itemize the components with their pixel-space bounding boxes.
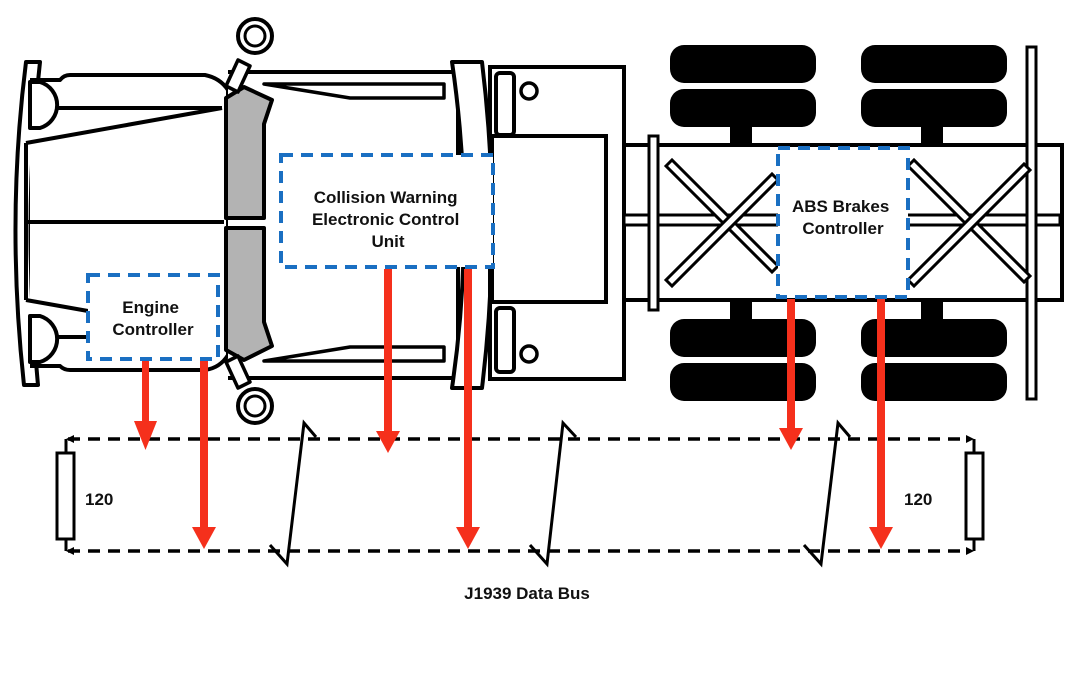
arrow-engine-to-can-low <box>192 361 216 549</box>
ecu-collision-label-line1: Collision Warning <box>314 188 458 207</box>
tire <box>861 319 1007 357</box>
bus-title: J1939 Data Bus <box>464 584 590 603</box>
tire <box>861 363 1007 401</box>
arrow-engine-to-can-high <box>134 361 157 450</box>
arrow-collision-to-can-low <box>456 269 480 549</box>
mirror-bottom <box>224 354 274 425</box>
ecu-collision-border <box>279 153 495 269</box>
fuel-tank <box>490 134 608 304</box>
signal-arrows <box>134 269 893 549</box>
tire <box>670 45 816 83</box>
headlight-bottom <box>28 314 60 364</box>
tank-cap-top <box>519 81 539 101</box>
arrow-collision-to-can-high <box>376 269 400 453</box>
cross-member-rear <box>905 157 1033 289</box>
windshield-lower <box>224 226 274 362</box>
tire <box>670 319 816 357</box>
terminating-resistor-left <box>55 439 76 551</box>
crossbar-front <box>647 134 660 312</box>
twist-marker <box>268 419 318 568</box>
hood-diagonal-bottom <box>25 298 89 313</box>
mirror-top <box>224 17 274 94</box>
bus-end-arrow <box>966 547 974 555</box>
ecu-engine-label-line2: Controller <box>112 320 194 339</box>
resistor-label-left: 120 <box>85 490 113 509</box>
ecu-engine[interactable]: Engine Controller <box>86 273 220 361</box>
arrow-abs-to-can-high <box>779 299 803 450</box>
tire <box>670 363 816 401</box>
ecu-collision-label-line2: Electronic Control <box>312 210 459 229</box>
ecu-abs-label-line2: Controller <box>802 219 884 238</box>
ecu-engine-border <box>86 273 220 361</box>
svg-text:Engine Controller: Engine Controller <box>112 298 194 339</box>
ecu-collision-warning[interactable]: Collision Warning Electronic Control Uni… <box>279 153 495 269</box>
step-bottom <box>494 306 516 374</box>
axle-hub <box>730 300 752 322</box>
bus-end-arrow <box>66 435 74 443</box>
rear-bumper <box>1025 45 1038 401</box>
bus-end-arrow <box>966 435 974 443</box>
cab-step-top <box>262 82 446 100</box>
windshield-upper <box>224 85 274 220</box>
j1939-data-bus: 120 120 J1939 Data Bus <box>55 419 985 603</box>
tire <box>670 89 816 127</box>
hood-diagonal-top <box>25 106 223 145</box>
tires <box>670 45 1007 401</box>
ecu-abs-label-line1: ABS Brakes <box>792 197 889 216</box>
twist-marker <box>528 419 578 568</box>
arrow-abs-to-can-low <box>869 299 893 549</box>
terminating-resistor-right <box>964 439 985 551</box>
tire <box>861 45 1007 83</box>
ecu-engine-label-line1: Engine <box>122 298 179 317</box>
headlight-top <box>28 80 60 130</box>
tire <box>861 89 1007 127</box>
axle-hub <box>730 125 752 147</box>
svg-text:Collision Warning Electr: Collision Warning Electronic Control Uni… <box>312 188 464 251</box>
cross-member-front <box>663 157 781 289</box>
resistor-label-right: 120 <box>904 490 932 509</box>
axle-hub <box>921 300 943 322</box>
ecu-abs-border <box>776 146 910 299</box>
sleeper-section <box>488 65 626 381</box>
ecu-abs-brakes[interactable]: ABS Brakes Controller <box>776 146 910 299</box>
axle-hub <box>921 125 943 147</box>
twist-marker <box>802 419 852 568</box>
tank-cap-bottom <box>519 344 539 364</box>
ecu-collision-label-line3: Unit <box>371 232 404 251</box>
step-top <box>494 71 516 137</box>
bus-end-arrow <box>66 547 74 555</box>
svg-text:ABS Brakes Controller: ABS Brakes Controller <box>792 197 894 238</box>
